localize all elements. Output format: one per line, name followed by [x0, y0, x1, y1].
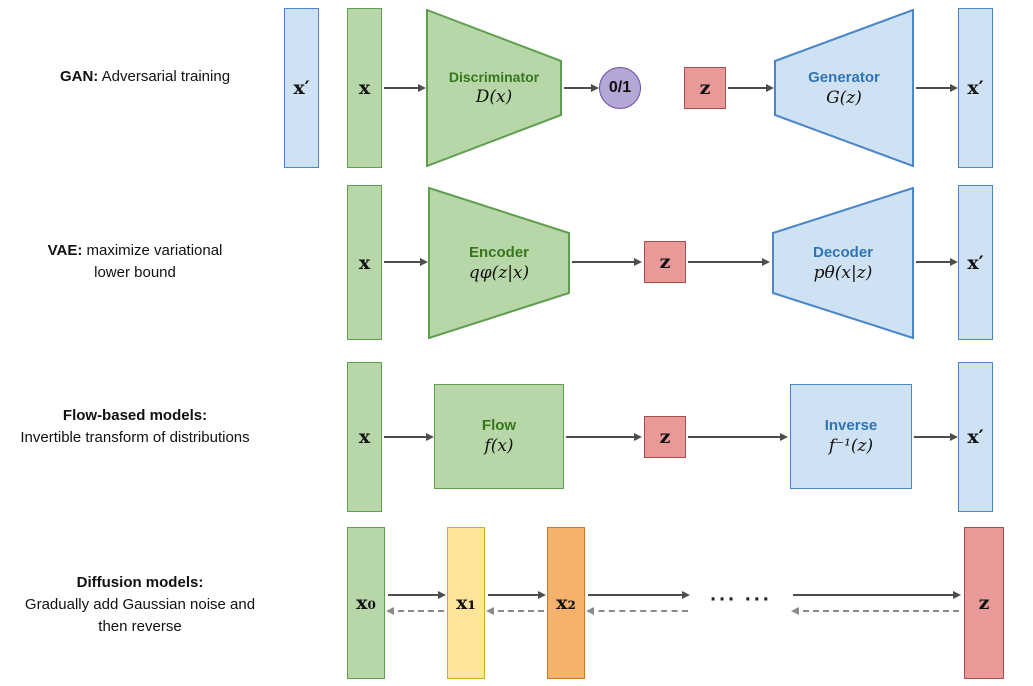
vae-decoder-text: Decoder pθ(x|z)	[772, 187, 914, 339]
decoder-trapezoid-icon	[772, 187, 914, 339]
vae-x-input-label: x	[358, 251, 371, 274]
arrow-right-icon	[916, 258, 958, 266]
vae-encoder-text: Encoder qφ(z|x)	[428, 187, 570, 339]
vae-xprime-output-label: x′	[967, 251, 984, 274]
gan-decision-label: 0/1	[608, 79, 632, 96]
arrow-right-icon	[566, 433, 642, 441]
arrow-right-icon	[588, 591, 690, 599]
generator-trapezoid-icon	[774, 9, 914, 167]
vae-label-bold: VAE:	[47, 242, 83, 259]
vae-xprime-output-box: x′	[958, 185, 993, 340]
flow-label-bold: Flow-based models:	[62, 407, 208, 424]
encoder-trapezoid-icon	[428, 187, 570, 339]
diffusion-x1-label: x₁	[456, 592, 476, 614]
vae-decoder-block: Decoder pθ(x|z)	[772, 187, 914, 339]
gan-xprime-output-label: x′	[967, 77, 984, 99]
flow-block: Flow f(x)	[434, 384, 564, 489]
flow-formula: f(x)	[484, 436, 514, 456]
flow-x-input-label: x	[358, 426, 371, 448]
gan-generator-block: Generator G(z)	[774, 9, 914, 167]
encoder-formula: qφ(z|x)	[468, 262, 530, 283]
flow-z-box: z	[644, 416, 686, 458]
flow-inverse-block: Inverse f⁻¹(z)	[790, 384, 912, 489]
gan-xprime-input-label: x′	[293, 77, 310, 99]
arrow-right-icon	[688, 433, 788, 441]
arrow-right-icon	[384, 84, 426, 92]
diffusion-x1-box: x₁	[447, 527, 485, 679]
flow-title: Flow	[481, 417, 517, 434]
diffusion-z-box: z	[964, 527, 1004, 679]
flow-x-input-box: x	[347, 362, 382, 512]
arrow-right-icon	[488, 591, 546, 599]
diffusion-label-bold: Diffusion models:	[76, 574, 204, 591]
discriminator-formula: D(x)	[475, 87, 513, 107]
arrow-right-icon	[572, 258, 642, 266]
gan-xprime-output-box: x′	[958, 8, 993, 168]
vae-label-text: maximize variational lower bound	[82, 242, 223, 281]
arrow-left-dashed-icon	[386, 607, 444, 615]
arrow-left-dashed-icon	[486, 607, 544, 615]
diffusion-x2-box: x₂	[547, 527, 585, 679]
diffusion-label-text: Gradually add Gaussian noise and then re…	[24, 596, 256, 635]
arrow-right-icon	[384, 258, 428, 266]
gan-z-box: z	[684, 67, 726, 109]
encoder-title: Encoder	[468, 243, 529, 261]
vae-z-box: z	[644, 241, 686, 283]
diffusion-x0-label: x₀	[356, 592, 376, 614]
inverse-title: Inverse	[824, 417, 878, 434]
gan-x-input-box: x	[347, 8, 382, 168]
decoder-title: Decoder	[812, 243, 874, 261]
arrow-left-dashed-icon	[586, 607, 688, 615]
arrow-right-icon	[688, 258, 770, 266]
gan-z-label: z	[699, 77, 711, 99]
diffusion-x0-box: x₀	[347, 527, 385, 679]
gan-label-text: Adversarial training	[98, 68, 231, 85]
arrow-right-icon	[793, 591, 961, 599]
vae-x-input-box: x	[347, 185, 382, 340]
gan-discriminator-text: Discriminator D(x)	[426, 9, 562, 167]
diffusion-ellipsis: ··· ···	[710, 588, 772, 611]
gan-generator-text: Generator G(z)	[774, 9, 914, 167]
vae-row-label: VAE: maximize variational lower bound	[35, 240, 235, 284]
arrow-right-icon	[914, 433, 958, 441]
gan-xprime-input-box: x′	[284, 8, 319, 168]
diffusion-row-label: Diffusion models: Gradually add Gaussian …	[20, 572, 260, 638]
gan-x-input-label: x	[358, 77, 371, 99]
arrow-left-dashed-icon	[791, 607, 959, 615]
arrow-right-icon	[564, 84, 599, 92]
gan-row-label: GAN: Adversarial training	[30, 66, 260, 88]
vae-z-label: z	[659, 251, 671, 273]
generator-title: Generator	[808, 68, 880, 86]
flow-z-label: z	[659, 426, 671, 448]
flow-xprime-output-label: x′	[967, 426, 984, 448]
arrow-right-icon	[388, 591, 446, 599]
arrow-right-icon	[916, 84, 958, 92]
generator-formula: G(z)	[826, 87, 862, 108]
decoder-formula: pθ(x|z)	[813, 262, 873, 283]
flow-row-label: Flow-based models: Invertible transform o…	[20, 405, 250, 449]
flow-label-text: Invertible transform of distributions	[20, 429, 250, 446]
gan-discriminator-block: Discriminator D(x)	[426, 9, 562, 167]
discriminator-title: Discriminator	[448, 69, 540, 85]
flow-xprime-output-box: x′	[958, 362, 993, 512]
diffusion-x2-label: x₂	[556, 592, 576, 614]
gan-label-bold: GAN:	[59, 68, 99, 85]
discriminator-trapezoid-icon	[426, 9, 562, 167]
arrow-right-icon	[728, 84, 774, 92]
vae-encoder-block: Encoder qφ(z|x)	[428, 187, 570, 339]
gan-decision-circle: 0/1	[599, 67, 641, 109]
inverse-formula: f⁻¹(z)	[828, 436, 874, 456]
diffusion-z-label: z	[978, 592, 990, 614]
arrow-right-icon	[384, 433, 434, 441]
